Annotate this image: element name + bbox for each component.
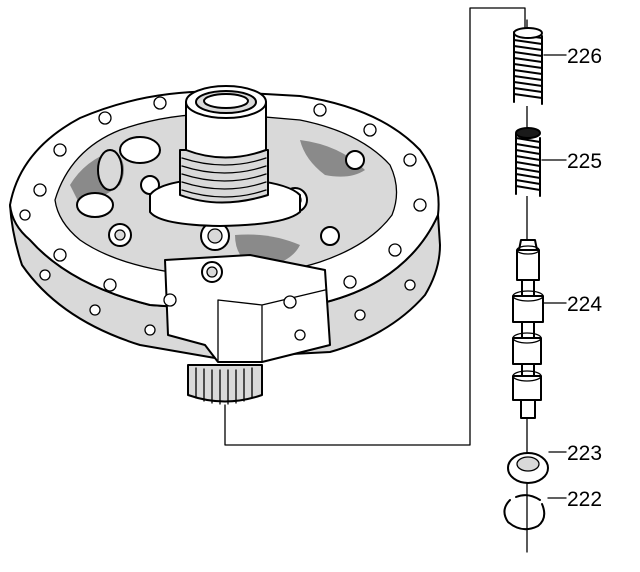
callout-225-label: 225: [567, 150, 602, 173]
spring-226: [513, 27, 543, 106]
pump-front-boss-edge: [217, 289, 326, 363]
input-shaft-splines: [187, 364, 263, 405]
retaining-ring-222: [503, 494, 546, 531]
callout-222-label: 222: [567, 488, 602, 511]
bore-leader-line: [224, 7, 526, 446]
callout-222: 222: [547, 488, 602, 511]
valve-224: [512, 239, 544, 419]
callout-226: 226: [543, 45, 602, 68]
spring-225: [515, 127, 541, 197]
central-hub: [149, 85, 301, 227]
pump-assembly: [9, 85, 441, 405]
flange-bolt-holes: [19, 96, 427, 309]
valve-body-lobes: [76, 136, 161, 218]
callout-223-label: 223: [567, 442, 602, 465]
rim-side-holes: [39, 269, 416, 341]
callout-225: 225: [541, 150, 602, 173]
callout-226-label: 226: [567, 45, 602, 68]
callout-223: 223: [548, 442, 602, 465]
callout-224: 224: [543, 293, 602, 316]
bore-plug-223: [507, 452, 549, 484]
callout-224-label: 224: [567, 293, 602, 316]
